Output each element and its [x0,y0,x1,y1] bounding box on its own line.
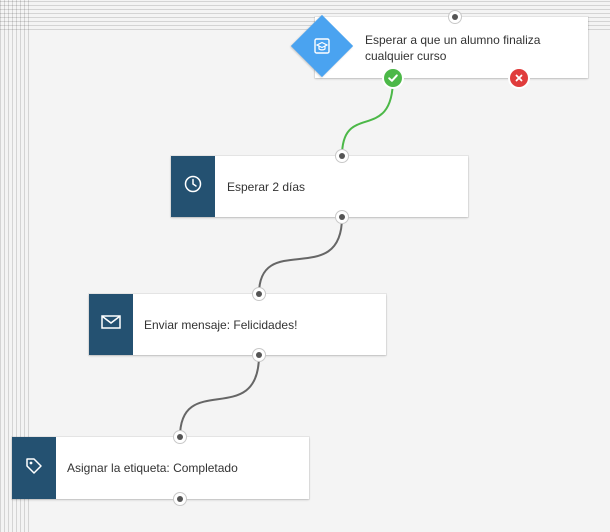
message-input-port[interactable] [252,287,266,301]
message-output-port[interactable] [252,348,266,362]
tag-node-label: Asignar la etiqueta: Completado [67,461,238,475]
message-node[interactable]: Enviar mensaje: Felicidades! [89,294,386,355]
message-node-label: Enviar mensaje: Felicidades! [144,317,298,332]
delay-node-label: Esperar 2 días [227,179,306,194]
tag-icon [24,456,44,481]
connector-delay-to-message [258,216,343,295]
tag-output-port[interactable] [173,492,187,506]
tag-node-icon-box [12,437,56,499]
trigger-node[interactable]: Esperar a que un alumno finaliza cualqui… [315,17,588,78]
delay-input-port[interactable] [335,149,349,163]
message-node-icon-box [89,294,133,355]
tag-node[interactable]: Asignar la etiqueta: Completado [12,437,309,499]
connector-trigger-to-delay [341,77,394,157]
clock-icon [183,174,203,199]
envelope-icon [100,313,122,336]
tag-input-port[interactable] [173,430,187,444]
close-icon[interactable] [510,69,528,87]
connector-message-to-tag [179,354,260,438]
check-icon[interactable] [384,69,402,87]
trigger-node-label: Esperar a que un alumno finaliza cualqui… [365,32,541,63]
trigger-input-port[interactable] [448,10,462,24]
delay-node-icon-box [171,156,215,217]
delay-node[interactable]: Esperar 2 días [171,156,468,217]
graduation-cap-icon [310,34,334,58]
delay-output-port[interactable] [335,210,349,224]
